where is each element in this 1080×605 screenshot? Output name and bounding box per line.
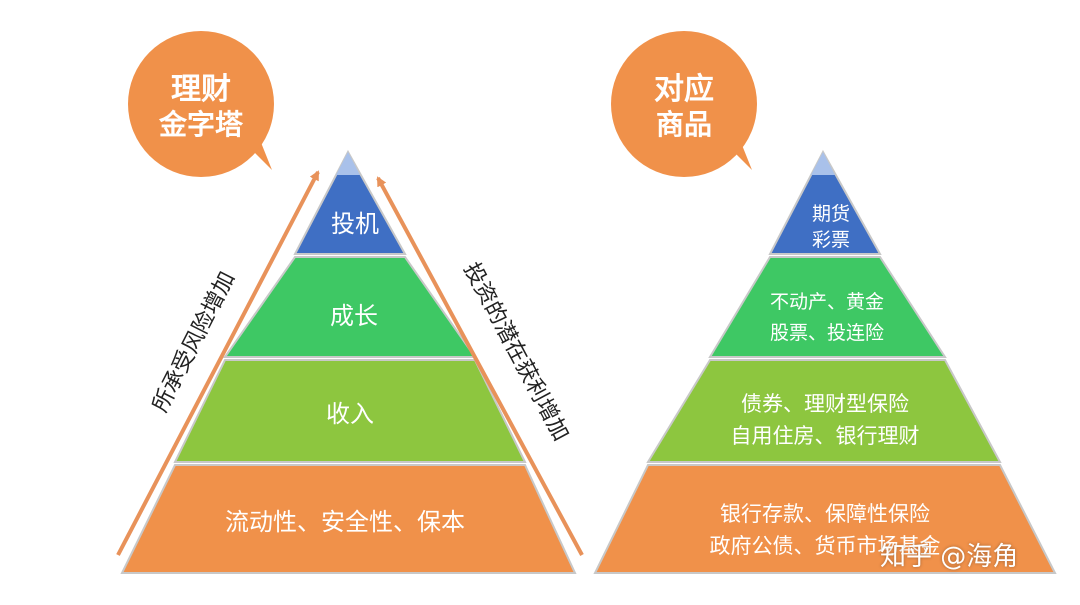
right-level-base-line1: 银行存款、保障性保险	[720, 502, 930, 526]
left-level-top-highlight	[336, 152, 360, 175]
right-level-base-line2: 政府公债、货币市场基金	[710, 534, 941, 558]
left-pyramid: 投机 成长 收入 流动性、安全性、保本 所承受风险增加 投资的潜在获利增加 理财…	[116, 31, 584, 574]
right-level-upper	[708, 256, 947, 358]
left-bubble: 理财 金字塔	[128, 31, 274, 177]
right-level-top-line1: 期货	[812, 203, 850, 225]
right-level-middle-line1: 债券、理财型保险	[741, 392, 909, 416]
left-risk-arrow	[116, 170, 320, 556]
watermark: 知乎 @海角	[880, 542, 1019, 572]
left-level-middle	[173, 359, 527, 463]
left-level-upper-label: 成长	[330, 302, 378, 330]
right-level-middle	[646, 359, 1002, 463]
left-level-middle-label: 收入	[326, 400, 374, 428]
right-level-upper-line1: 不动产、黄金	[770, 291, 884, 313]
left-bubble-line1: 理财	[171, 72, 231, 107]
right-level-top-line2: 彩票	[812, 229, 850, 251]
left-level-top	[293, 149, 407, 255]
right-level-base	[593, 464, 1057, 574]
left-level-base	[120, 464, 577, 574]
right-level-top-highlight	[811, 152, 835, 175]
right-bubble-line2: 商品	[656, 108, 712, 141]
right-return-arrow	[376, 176, 584, 556]
left-level-base-label: 流动性、安全性、保本	[225, 508, 465, 536]
right-bubble: 对应 商品	[611, 31, 757, 177]
right-pyramid: 期货 彩票 不动产、黄金 股票、投连险 债券、理财型保险 自用住房、银行理财 银…	[593, 31, 1057, 574]
right-level-upper-line2: 股票、投连险	[770, 322, 884, 344]
left-bubble-line2: 金字塔	[158, 108, 244, 141]
right-bubble-line1: 对应	[654, 72, 714, 107]
left-level-top-label: 投机	[331, 210, 379, 238]
right-level-middle-line2: 自用住房、银行理财	[731, 424, 920, 448]
right-level-top	[768, 149, 882, 255]
